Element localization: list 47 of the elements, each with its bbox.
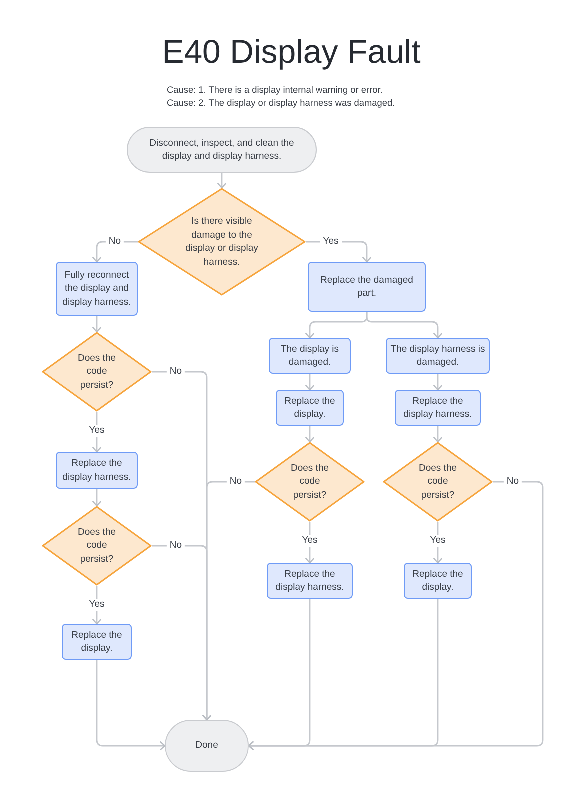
process-box [56,262,138,316]
step-text: Replace the display. [284,394,336,422]
connector-arrow [366,312,442,339]
connector-arrow [434,522,442,564]
connector-arrow [306,241,372,263]
terminal-pill [165,720,249,772]
step-text: Replace the display harness. [274,568,346,594]
process-box [276,390,344,426]
connector-arrow [202,481,255,721]
terminal-text: Done [196,739,218,753]
connector-arrow [306,426,314,443]
process-box [308,262,426,312]
process-box [395,390,481,426]
diagram-title: E40 Display Fault [162,32,421,72]
question-text: Does the code persist? [76,526,118,566]
cause-note: Cause: 1. There is a display internal warning or error. [167,84,383,96]
connector-arrow [434,374,442,391]
question-text: Does the code persist? [76,352,118,392]
connector-arrow [248,599,439,750]
question-text: Does the code persist? [418,462,458,502]
connector-arrow [306,522,314,564]
connector-arrow [92,586,102,625]
step-text: Fully reconnect the display and display harness. [62,268,132,310]
process-box [267,563,353,599]
connector-arrow [218,173,226,189]
connector-arrow [96,660,166,750]
connector-arrow [92,316,102,333]
step-text: Replace the display. [412,568,464,594]
connector-arrow [92,412,102,453]
process-box [62,624,132,660]
connector-arrow [92,489,102,507]
step-text: Replace the display harness. [402,394,474,422]
step-text: Replace the display. [70,628,124,656]
connector-arrow [306,374,314,391]
question-text: Is there visible damage to the display or display harness. [184,215,260,269]
step-text: The display is damaged. [280,342,340,370]
process-box [269,338,351,374]
process-box [404,563,472,599]
step-text: The display harness is damaged. [390,342,486,370]
connector-arrow [434,426,442,443]
question-text: Does the code persist? [290,462,330,502]
terminal-pill [127,127,317,173]
step-text: Replace the damaged part. [320,274,414,300]
cause-note: Cause: 2. The display or display harness was damaged. [167,97,396,109]
terminal-text: Disconnect, inspect, and clean the display and display harness. [148,136,296,164]
step-text: Replace the display harness. [62,457,132,484]
process-box [56,452,138,489]
